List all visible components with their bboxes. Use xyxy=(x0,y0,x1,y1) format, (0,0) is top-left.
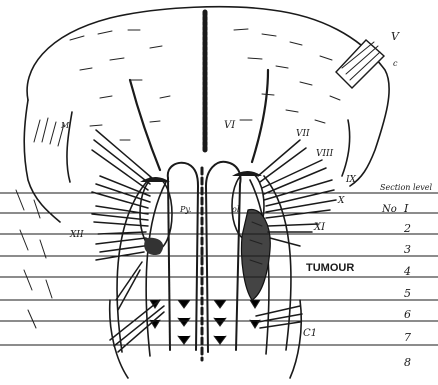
left-hatching xyxy=(16,118,64,328)
trigeminal-nerve-v xyxy=(336,40,384,88)
section-number-4: 4 xyxy=(403,265,411,278)
section-number-7: 7 xyxy=(404,331,411,344)
olive-label: ol xyxy=(232,205,240,214)
medulla xyxy=(110,162,302,378)
nerve-label-vii: VII xyxy=(296,129,310,139)
nerve-label-viii: VIII xyxy=(316,149,334,159)
nerve-label-x: X xyxy=(337,196,345,206)
section-number-8: 8 xyxy=(404,356,411,369)
left-small-label: M xyxy=(60,121,70,130)
pyramid-label: Py. xyxy=(179,205,191,214)
section-number-5: 5 xyxy=(404,287,411,300)
section-prefix: No xyxy=(381,204,397,215)
corner-label: c xyxy=(393,59,398,68)
nerve-label-v: V xyxy=(391,30,400,43)
section-number-2: 2 xyxy=(403,222,411,235)
section-number-6: 6 xyxy=(404,308,411,321)
nerve-label-xi: XI xyxy=(313,222,326,233)
section-number-1: I xyxy=(403,202,409,215)
pyramid-hatching xyxy=(150,300,260,344)
tumour-mass[interactable] xyxy=(241,209,270,300)
section-level-header: Section level xyxy=(380,183,433,192)
section-number-3: 3 xyxy=(404,243,411,256)
nerve-label-vi: VI xyxy=(224,120,236,131)
nerve-label-c1: C1 xyxy=(303,328,317,339)
tumour-label: TUMOUR xyxy=(306,262,354,274)
nerve-label-xii: XII xyxy=(69,230,84,240)
nerve-label-ix: IX xyxy=(345,175,357,185)
